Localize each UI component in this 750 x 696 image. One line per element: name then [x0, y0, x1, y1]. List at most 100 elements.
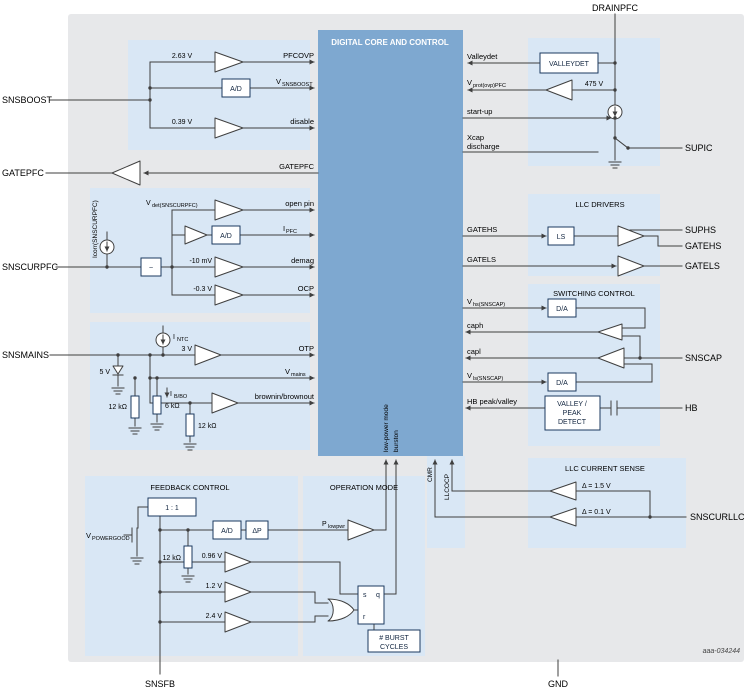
deltap-box [245, 520, 269, 540]
ibbo-sub: B/BO [174, 394, 188, 400]
amp-ipfc [184, 225, 208, 245]
ref-475v: 475 V [585, 81, 604, 88]
ref-vdet: V [146, 200, 151, 207]
sr-latch-box [357, 585, 385, 625]
wires-swctl [462, 305, 683, 411]
comparator-2v4 [224, 611, 252, 633]
adc-feedback-box [212, 520, 242, 540]
wires-boost [45, 59, 319, 176]
valleydet-box-label: VALLEYDET [549, 61, 590, 68]
ref-3v: 3 V [181, 346, 192, 353]
drawing-number: aaa-034244 [703, 648, 740, 655]
dac-ls-label: D/A [556, 380, 568, 387]
sig-vprot: V [467, 78, 472, 87]
plowpwr-label: P [322, 521, 327, 528]
or-gate-icon [327, 598, 355, 622]
ref-vdet-sub: det(SNSCURPFC) [152, 203, 198, 209]
sig-vhs: V [467, 297, 472, 306]
comparator-plowpwr [347, 519, 375, 541]
panel-snsmains [90, 322, 310, 450]
gatels-driver [617, 255, 645, 277]
adc-curpfc-box [211, 225, 241, 245]
latch-r-label: r [363, 614, 366, 621]
sig-vmains-sub: mains [291, 372, 306, 378]
sig-caph: caph [467, 321, 483, 330]
sig-capl: capl [467, 347, 481, 356]
comparator-llc-0v1 [549, 507, 577, 527]
ref-2v63: 2.63 V [172, 53, 193, 60]
ref-0v96: 0.96 V [202, 553, 223, 560]
deltap-label: ΔP [252, 528, 262, 535]
resistor-brown-12k [185, 413, 195, 437]
sig-vls: V [467, 371, 472, 380]
sig-gatepfc: GATEPFC [279, 162, 314, 171]
pin-snscurllc: SNSCURLLC [690, 512, 745, 522]
comparator-disable [214, 117, 244, 139]
pin-snsboost: SNSBOOST [2, 95, 53, 105]
comparator-pfcovp [214, 51, 244, 73]
feedback-title: FEEDBACK CONTROL [150, 483, 229, 492]
sig-brownout: brownin/brownout [255, 392, 315, 401]
valley-peak-detect-line1: VALLEY / [557, 401, 587, 408]
ref-demag: -10 mV [189, 258, 212, 265]
ref-delta-0v1: Δ = 0.1 V [582, 509, 611, 516]
sig-vmains: V [285, 367, 290, 376]
comparator-1v2 [224, 581, 252, 603]
dac-hs-box [547, 298, 577, 318]
current-mirror-box [147, 497, 197, 517]
pin-snsfb: SNSFB [145, 679, 175, 689]
comparator-caph [597, 323, 623, 341]
sig-vsnsboost: V [276, 77, 281, 86]
latch-q-label: q [376, 592, 380, 599]
valley-peak-detect-box [544, 395, 601, 431]
comparator-llc-1v5 [549, 481, 577, 501]
pin-snsmains: SNSMAINS [2, 350, 49, 360]
sig-gatehs: GATEHS [467, 225, 497, 234]
ref-0v39: 0.39 V [172, 119, 193, 126]
ref-ocp: -0.3 V [193, 286, 212, 293]
burst-cycles-line1: # BURST [379, 635, 409, 642]
adc-curpfc-label: A/D [220, 233, 232, 240]
comparator-ocp [214, 284, 244, 306]
panel-snscurpfc [90, 188, 310, 313]
burst-cycles-box [367, 629, 421, 653]
levelshift-box [547, 226, 575, 246]
llcocp-label: LLCOCP [444, 474, 451, 500]
sig-pfcovp: PFCOVP [283, 51, 314, 60]
wires-llcsense [432, 459, 687, 518]
junction-dots [105, 61, 652, 624]
sig-valleydet: Valleydet [467, 52, 498, 61]
sig-startup: start-up [467, 107, 492, 116]
comparator-otp [194, 344, 222, 366]
levelshift-label: LS [557, 234, 566, 241]
sig-hb-peak-valley: HB peak/valley [467, 397, 517, 406]
wires-opmode [353, 459, 399, 631]
sig-ocp: OCP [298, 284, 314, 293]
resistor-mains-6k-label: 6 kΩ [165, 403, 180, 410]
panel-llc-current-sense [528, 458, 686, 548]
wires-feedback [123, 506, 359, 675]
pin-hb: HB [685, 403, 698, 413]
sig-vprot-sub: prot(ovp)PFC [473, 83, 506, 89]
resistor-mains-12k [130, 395, 140, 419]
resistor-mains-12k-label: 12 kΩ [109, 404, 127, 411]
adc-feedback-label: A/D [221, 528, 233, 535]
comparator-openpin [214, 199, 244, 221]
ibbo-label: I [170, 391, 172, 398]
adc-boost-label: A/D [230, 86, 242, 93]
isrc-intc-sub: NTC [177, 337, 188, 343]
sig-vsnsboost-sub: SNSBOOST [282, 82, 313, 88]
capacitor-hb-icon [610, 400, 618, 416]
comparator-0v96 [224, 551, 252, 573]
valleydet-box [539, 52, 599, 74]
core-lowpower-label: low-power mode [383, 404, 390, 452]
sig-vls-sub: ls(SNSCAP) [473, 376, 503, 382]
wires-pins [159, 655, 559, 677]
comparator-capl [597, 347, 625, 369]
digital-core-title: DIGITAL CORE AND CONTROL [331, 38, 449, 47]
panel-operation-mode [303, 476, 425, 656]
pin-gatehs: GATEHS [685, 241, 721, 251]
vpowergood-sub: POWERGOOD [92, 536, 130, 542]
llcsense-title: LLC CURRENT SENSE [565, 464, 645, 473]
